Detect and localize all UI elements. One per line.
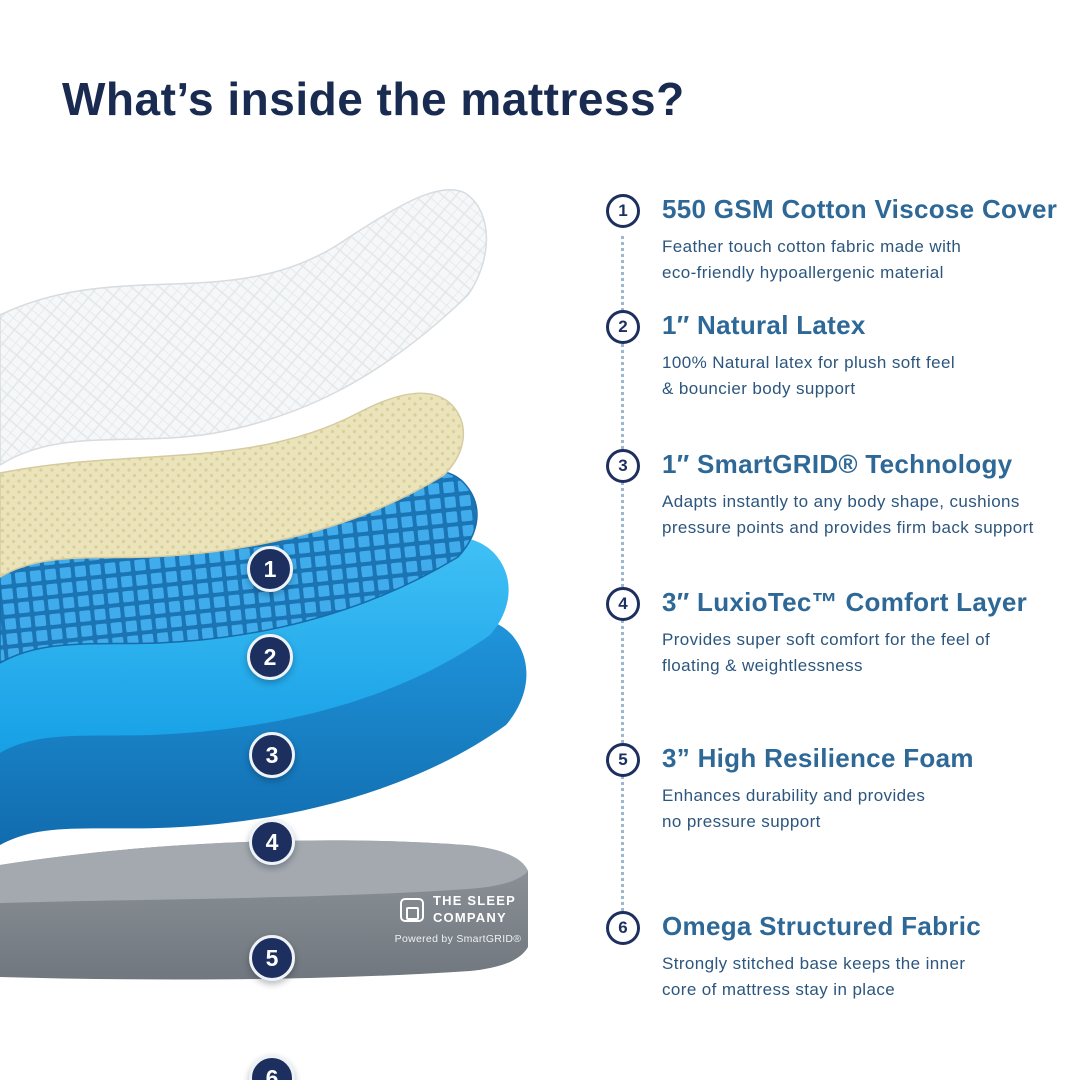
info-description-1: Feather touch cotton fabric made with ec… xyxy=(662,237,962,283)
mattress-diagram: 1 2 3 4 5 6 xyxy=(0,165,560,1080)
info-description-4: Provides super soft comfort for the feel… xyxy=(662,630,991,676)
info-number-5: 5 xyxy=(606,743,640,777)
mattress-layers-illustration xyxy=(0,188,528,980)
info-number-6: 6 xyxy=(606,911,640,945)
diagram-badge-4: 4 xyxy=(249,819,295,865)
info-item-4: 4 3″ LuxioTec™ Comfort Layer Provides su… xyxy=(600,587,1072,680)
info-item-6: 6 Omega Structured Fabric Strongly stitc… xyxy=(600,911,1072,1004)
brand-logo: THE SLEEP COMPANY Powered by SmartGRID® xyxy=(378,893,538,945)
layer-base-top xyxy=(0,840,528,903)
layer-cover xyxy=(0,188,488,466)
sleep-company-logo-text: THE SLEEP COMPANY xyxy=(432,893,517,925)
info-heading-4: 3″ LuxioTec™ Comfort Layer xyxy=(662,587,1028,617)
diagram-badge-1: 1 xyxy=(247,546,293,592)
info-number-2: 2 xyxy=(606,310,640,344)
sleep-company-logo-icon xyxy=(399,897,424,922)
info-description-3: Adapts instantly to any body shape, cush… xyxy=(662,492,1034,538)
info-heading-5: 3” High Resilience Foam xyxy=(662,743,974,773)
info-description-5: Enhances durability and provides no pres… xyxy=(662,786,926,832)
info-heading-2: 1″ Natural Latex xyxy=(662,310,866,340)
info-item-5: 5 3” High Resilience Foam Enhances durab… xyxy=(600,743,1072,836)
info-number-4: 4 xyxy=(606,587,640,621)
info-number-1: 1 xyxy=(606,194,640,228)
info-number-3: 3 xyxy=(606,449,640,483)
diagram-badge-6: 6 xyxy=(249,1055,295,1080)
info-heading-1: 550 GSM Cotton Viscose Cover xyxy=(662,194,1058,224)
info-description-2: 100% Natural latex for plush soft feel &… xyxy=(662,353,956,399)
diagram-badge-3: 3 xyxy=(249,732,295,778)
diagram-badge-5: 5 xyxy=(249,935,295,981)
page-title: What’s inside the mattress? xyxy=(62,73,685,125)
logo-tagline: Powered by SmartGRID® xyxy=(394,932,522,945)
info-item-2: 2 1″ Natural Latex 100% Natural latex fo… xyxy=(600,310,1072,403)
info-item-3: 3 1″ SmartGRID® Technology Adapts instan… xyxy=(600,449,1072,542)
layer-latex xyxy=(0,392,465,578)
connector-dotted-line xyxy=(621,236,624,911)
info-description-6: Strongly stitched base keeps the inner c… xyxy=(662,954,966,1000)
info-heading-3: 1″ SmartGRID® Technology xyxy=(662,449,1013,479)
info-heading-6: Omega Structured Fabric xyxy=(662,911,981,941)
info-item-1: 1 550 GSM Cotton Viscose Cover Feather t… xyxy=(600,194,1072,287)
diagram-badge-2: 2 xyxy=(247,634,293,680)
